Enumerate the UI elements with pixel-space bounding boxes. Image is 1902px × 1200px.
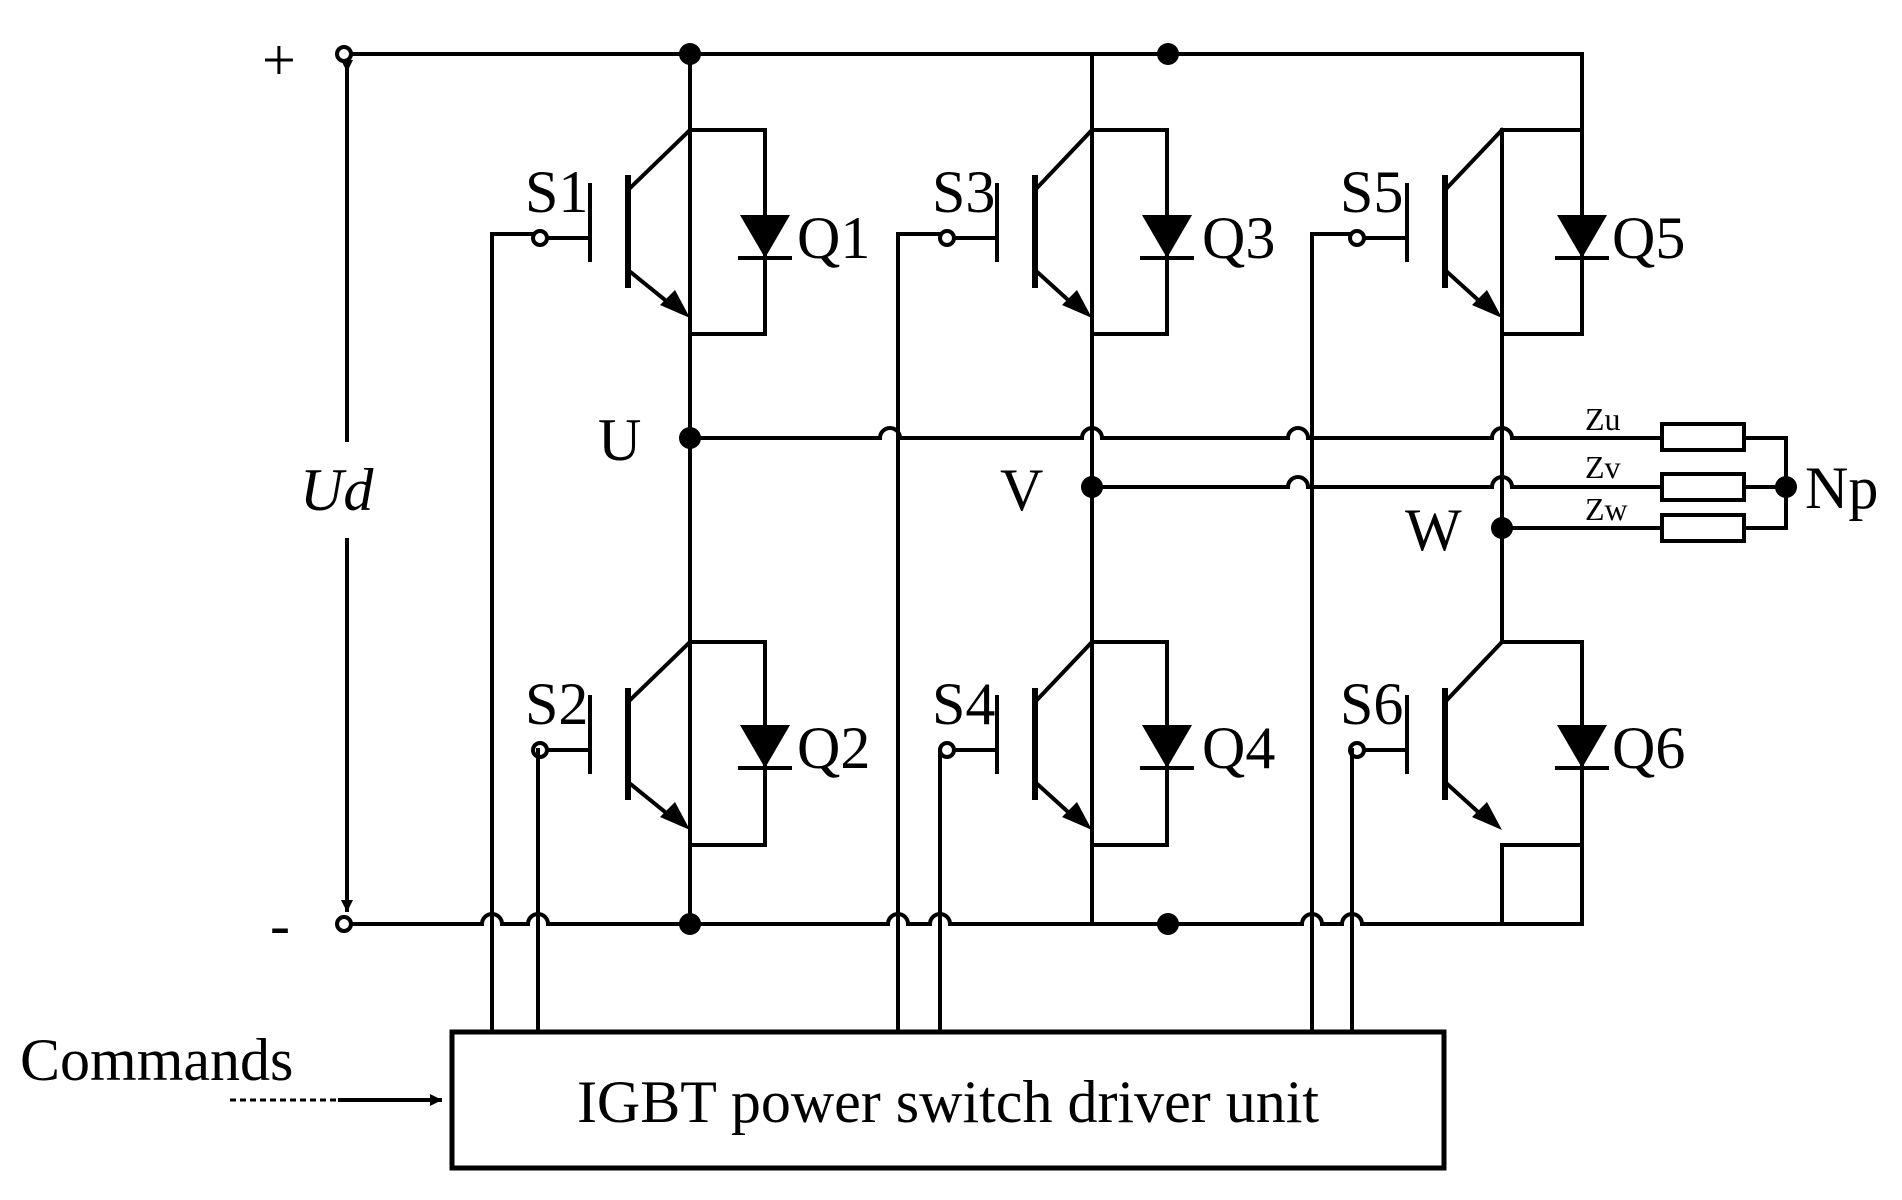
device-label-q6: Q6 [1612, 715, 1685, 781]
load-label-zv: Zv [1585, 449, 1621, 485]
junction-dot [1157, 913, 1179, 935]
phase-u-line [688, 426, 1664, 440]
junction-dot [679, 913, 701, 935]
load-resistor-zw [1660, 513, 1746, 543]
neutral-node [1775, 476, 1797, 498]
phase-label-v: V [1000, 457, 1043, 523]
device-label-q3: Q3 [1202, 205, 1275, 271]
driver-unit-label: IGBT power switch driver unit [577, 1069, 1319, 1135]
gate-label-s5: S5 [1340, 159, 1403, 225]
leg-2 [945, 52, 1194, 926]
commands-label: Commands [20, 1027, 293, 1093]
gate-label-s6: S6 [1340, 671, 1403, 737]
dc-bus-positive [342, 52, 1584, 132]
device-label-q1: Q1 [797, 205, 870, 271]
igbt-q6 [1355, 639, 1609, 926]
igbt-q5 [1355, 127, 1609, 336]
gate-label-s1: S1 [525, 159, 588, 225]
negative-sign: - [270, 892, 290, 958]
igbt-q2 [538, 639, 792, 847]
gate-terminal-s4 [938, 741, 956, 759]
gate-terminal-s3 [938, 229, 956, 247]
positive-sign: + [262, 27, 296, 93]
phase-label-w: W [1405, 497, 1462, 563]
negative-terminal [335, 915, 353, 933]
igbt-q1 [538, 127, 792, 336]
gate-label-s3: S3 [932, 159, 995, 225]
phase-u-node [679, 427, 701, 449]
load-label-zu: Zu [1585, 401, 1621, 437]
positive-terminal [335, 45, 353, 63]
load-resistor-zu [1660, 422, 1746, 452]
leg-3 [1355, 127, 1609, 926]
dc-bus-negative [342, 843, 1584, 926]
phase-w-node [1491, 517, 1513, 539]
igbt-q3 [945, 127, 1194, 336]
junction-dot [679, 43, 701, 65]
driver-unit-box [449, 1029, 1447, 1171]
neutral-label: Np [1805, 455, 1878, 521]
phase-label-u: U [598, 407, 641, 473]
gate-drive-wires [490, 232, 1354, 1032]
junction-dot [1157, 43, 1179, 65]
device-label-q2: Q2 [797, 715, 870, 781]
device-label-q4: Q4 [1202, 715, 1275, 781]
phase-v-line [1090, 475, 1664, 489]
gate-label-s2: S2 [525, 671, 588, 737]
load-label-zw: Zw [1585, 491, 1628, 527]
gate-terminal-s5 [1348, 229, 1366, 247]
phase-v-node [1081, 476, 1103, 498]
igbt-q4 [945, 639, 1194, 847]
device-label-q5: Q5 [1612, 205, 1685, 271]
gate-terminal-s1 [531, 229, 549, 247]
voltage-label: Ud [300, 457, 374, 523]
gate-label-s4: S4 [932, 671, 995, 737]
load-resistor-zv [1660, 472, 1746, 502]
leg-1 [538, 52, 792, 926]
